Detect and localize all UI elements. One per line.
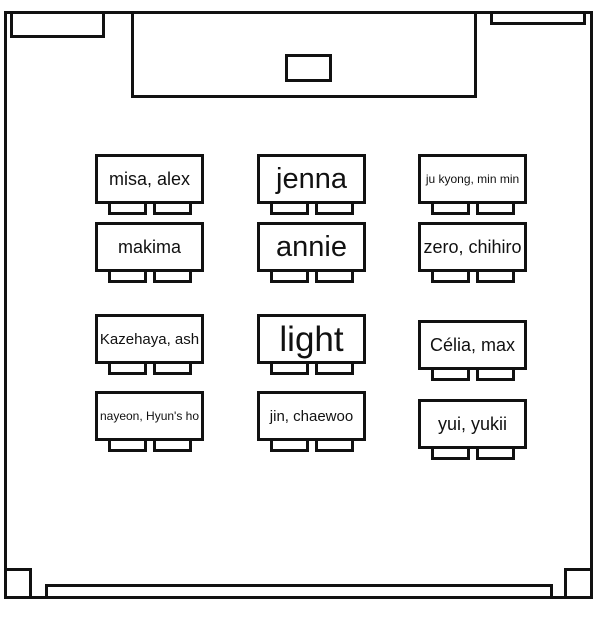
desk-label: light [279, 319, 344, 359]
chair [315, 269, 354, 283]
desk-row1-left[interactable]: misa, alex [95, 154, 204, 215]
desk-label: ju kyong, min min [425, 172, 520, 186]
chair [270, 438, 309, 452]
desk-row4-left[interactable]: nayeon, Hyun's ho [95, 391, 204, 452]
chair [108, 361, 147, 375]
chair [431, 367, 470, 381]
chair [270, 269, 309, 283]
chair [108, 269, 147, 283]
chair [153, 361, 192, 375]
chair [431, 269, 470, 283]
bottom-right-pillar [564, 568, 593, 599]
chair [153, 269, 192, 283]
desk-row3-center[interactable]: light [257, 314, 366, 375]
chair [431, 201, 470, 215]
chair [431, 446, 470, 460]
desk-label: Kazehaya, ash [99, 330, 200, 348]
desk-row3-right[interactable]: Célia, max [418, 320, 527, 381]
chair [270, 361, 309, 375]
front-board-area [131, 11, 477, 98]
chair [315, 361, 354, 375]
chair [476, 446, 515, 460]
desk-label: yui, yukii [437, 414, 508, 434]
chair [108, 438, 147, 452]
chair [315, 438, 354, 452]
chair [476, 201, 515, 215]
desk-row4-right[interactable]: yui, yukii [418, 399, 527, 460]
bottom-left-pillar [4, 568, 32, 599]
chair [108, 201, 147, 215]
desk-label: zero, chihiro [423, 237, 522, 257]
desk-label: makima [117, 237, 181, 257]
top-left-cabinet [10, 11, 105, 38]
chair [315, 201, 354, 215]
chair [476, 367, 515, 381]
chair [153, 201, 192, 215]
teacher-desk [285, 54, 332, 82]
desk-label: Célia, max [429, 335, 516, 355]
classroom-outline [4, 11, 593, 599]
desk-label: nayeon, Hyun's ho [99, 409, 200, 423]
desk-row1-right[interactable]: ju kyong, min min [418, 154, 527, 215]
desk-row2-left[interactable]: makima [95, 222, 204, 283]
desk-label: misa, alex [108, 169, 191, 189]
desk-label: jin, chaewoo [269, 407, 354, 425]
desk-row1-center[interactable]: jenna [257, 154, 366, 215]
desk-row3-left[interactable]: Kazehaya, ash [95, 314, 204, 375]
desk-label: annie [276, 230, 347, 263]
chair [270, 201, 309, 215]
desk-label: jenna [276, 162, 347, 195]
chair [476, 269, 515, 283]
desk-row4-center[interactable]: jin, chaewoo [257, 391, 366, 452]
back-wall-shelf [45, 584, 553, 599]
desk-row2-center[interactable]: annie [257, 222, 366, 283]
desk-row2-right[interactable]: zero, chihiro [418, 222, 527, 283]
top-right-cabinet [490, 11, 586, 25]
chair [153, 438, 192, 452]
